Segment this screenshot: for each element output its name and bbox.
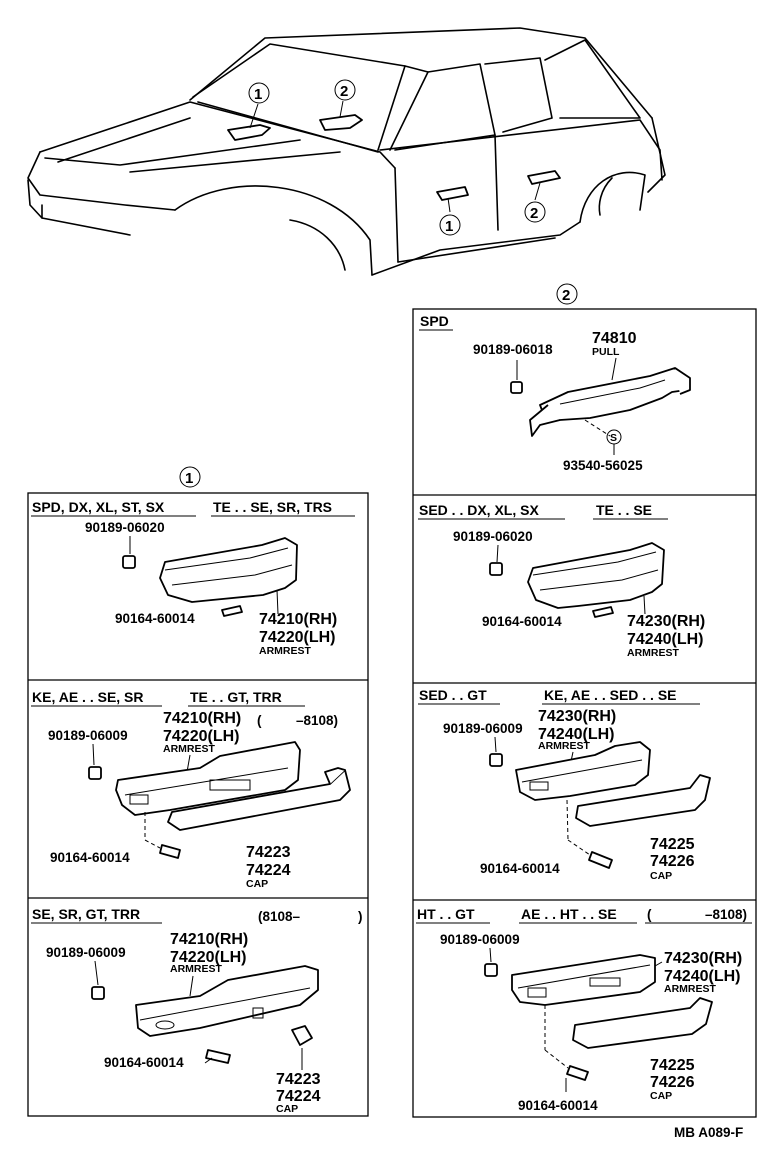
section-callout-2: 2 <box>562 287 570 304</box>
left1-header-left: SPD, DX, XL, ST, SX <box>32 499 165 515</box>
right-panel-frame <box>412 308 757 1118</box>
left2-date: –8108) <box>296 713 338 728</box>
car-callout-2a: 2 <box>340 83 348 100</box>
panel-left-armrest-3: SE, SR, GT, TRR (8108– ) 74210(RH) 74220… <box>31 906 363 1115</box>
left3-cap1: 74223 <box>276 1071 321 1088</box>
right4-header-left: HT . . GT <box>417 906 475 922</box>
left2-label: ARMREST <box>163 743 216 755</box>
left3-cap2: 74224 <box>276 1088 321 1105</box>
left2-rh: 74210(RH) <box>163 710 241 727</box>
right4-rh: 74230(RH) <box>664 950 742 967</box>
car-callout-1b: 1 <box>445 218 453 235</box>
car-callout-2b: 2 <box>530 205 538 222</box>
left2-cap2: 74224 <box>246 862 291 879</box>
left1-header-right: TE . . SE, SR, TRS <box>213 499 332 515</box>
right2-header-left: SED . . DX, XL, SX <box>419 502 539 518</box>
right2-lh: 74240(LH) <box>627 631 703 648</box>
right4-date-open: ( <box>647 907 652 922</box>
left2-cap1: 74223 <box>246 844 291 861</box>
left2-header-right: TE . . GT, TRR <box>190 689 282 705</box>
right3-header-right: KE, AE . . SED . . SE <box>544 687 677 703</box>
diagram-code: MB A089-F <box>674 1125 743 1140</box>
car-illustration: 1 2 1 2 <box>27 27 666 276</box>
pull-label: PULL <box>592 346 620 358</box>
car-callout-1a: 1 <box>254 86 262 103</box>
left1-lh: 74220(LH) <box>259 629 335 646</box>
s-symbol: S <box>610 432 617 444</box>
right2-header-right: TE . . SE <box>596 502 652 518</box>
right4-date: –8108) <box>705 907 747 922</box>
panel-right-armrest-3: SED . . GT KE, AE . . SED . . SE 74230(R… <box>418 687 711 882</box>
left2-screw-number: 90164-60014 <box>50 850 130 865</box>
right4-label: ARMREST <box>664 983 717 995</box>
right3-lh: 74240(LH) <box>538 726 614 743</box>
panel-spd-pull: SPD 90189-06018 74810 PULL S 93540-56025 <box>419 313 691 473</box>
right3-rh: 74230(RH) <box>538 708 616 725</box>
right3-cap1: 74225 <box>650 836 695 853</box>
left3-rh: 74210(RH) <box>170 931 248 948</box>
right3-label: ARMREST <box>538 740 591 752</box>
spd-header: SPD <box>420 313 449 329</box>
right3-screw-number: 90164-60014 <box>480 861 560 876</box>
pull-screw-number: 93540-56025 <box>563 458 643 473</box>
right4-screw-number: 90164-60014 <box>518 1098 598 1113</box>
right2-clip-number: 90189-06020 <box>453 529 533 544</box>
right4-clip-number: 90189-06009 <box>440 932 520 947</box>
left3-date-close: ) <box>358 909 363 924</box>
left3-screw-number: 90164-60014 <box>104 1055 184 1070</box>
left3-lh: 74220(LH) <box>170 949 246 966</box>
panel-left-armrest-1: SPD, DX, XL, ST, SX TE . . SE, SR, TRS 9… <box>31 499 355 657</box>
left3-label: ARMREST <box>170 963 223 975</box>
panel-right-armrest-2: SED . . DX, XL, SX TE . . SE 90189-06020… <box>418 502 705 659</box>
right3-header-left: SED . . GT <box>419 687 487 703</box>
section-callout-1: 1 <box>185 470 193 487</box>
left3-cap-label: CAP <box>276 1103 298 1115</box>
left1-label: ARMREST <box>259 645 312 657</box>
left2-lh: 74220(LH) <box>163 728 239 745</box>
left2-header-left: KE, AE . . SE, SR <box>32 689 144 705</box>
left1-screw-number: 90164-60014 <box>115 611 195 626</box>
left1-rh: 74210(RH) <box>259 611 337 628</box>
right3-cap2: 74226 <box>650 853 695 870</box>
left2-date-open: ( <box>257 713 262 728</box>
pull-clip-number: 90189-06018 <box>473 342 553 357</box>
right2-screw-number: 90164-60014 <box>482 614 562 629</box>
right3-cap-label: CAP <box>650 870 672 882</box>
right2-rh: 74230(RH) <box>627 613 705 630</box>
right4-header-right: AE . . HT . . SE <box>521 906 617 922</box>
left2-clip-number: 90189-06009 <box>48 728 128 743</box>
right3-clip-number: 90189-06009 <box>443 721 523 736</box>
left1-clip-number: 90189-06020 <box>85 520 165 535</box>
left-panel-frame <box>27 492 369 1117</box>
left3-date: (8108– <box>258 909 301 924</box>
right4-cap2: 74226 <box>650 1074 695 1091</box>
right2-label: ARMREST <box>627 647 680 659</box>
right4-cap1: 74225 <box>650 1057 695 1074</box>
right4-lh: 74240(LH) <box>664 968 740 985</box>
left3-header-left: SE, SR, GT, TRR <box>32 906 140 922</box>
panel-left-armrest-2: KE, AE . . SE, SR TE . . GT, TRR 74210(R… <box>31 689 351 890</box>
pull-number: 74810 <box>592 330 637 347</box>
right4-cap-label: CAP <box>650 1090 672 1102</box>
panel-right-armrest-4: HT . . GT AE . . HT . . SE ( –8108) 9018… <box>416 906 752 1113</box>
left2-cap-label: CAP <box>246 878 268 890</box>
left3-clip-number: 90189-06009 <box>46 945 126 960</box>
